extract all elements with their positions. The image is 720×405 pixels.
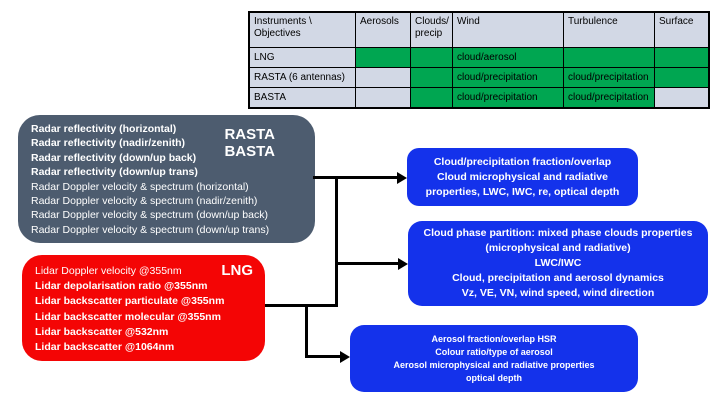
instruments-objectives-table: Instruments \ Objectives Aerosols Clouds… <box>248 11 710 109</box>
connector-lidar-to-trunk <box>265 304 338 307</box>
lidar-line: Lidar Doppler velocity @355nm <box>35 265 182 277</box>
output-line: LWC/IWC <box>534 257 582 269</box>
table-cell-rasta-surface <box>655 68 708 87</box>
table-cell-lng-aerosols <box>356 48 410 67</box>
arrowhead-cloud-products <box>397 172 407 184</box>
output-line: Vz, VE, VN, wind speed, wind direction <box>461 287 655 299</box>
output-line: Cloud phase partition: mixed phase cloud… <box>423 227 693 239</box>
table-cell-basta-surface <box>655 88 708 107</box>
radar-line: Radar Doppler velocity & spectrum (nadir… <box>31 195 258 208</box>
output-line: (microphysical and radiative) <box>485 242 631 254</box>
radar-tag-basta: BASTA <box>224 143 275 160</box>
table-cell-basta-clouds <box>411 88 452 107</box>
output-line: Cloud microphysical and radiative <box>437 170 608 183</box>
table-header-surface: Surface <box>655 13 708 47</box>
connector-to-aerosol-products <box>305 355 340 358</box>
output-line: Aerosol fraction/overlap HSR <box>431 333 557 344</box>
lidar-tag-lng: LNG <box>221 262 253 279</box>
lidar-line: Lidar backscatter @532nm <box>35 325 169 338</box>
table-cell-lng-turbulence <box>564 48 654 67</box>
table-cell-basta-turbulence: cloud/precipitation <box>564 88 654 107</box>
table-header-wind: Wind <box>453 13 563 47</box>
table-row-label-lng: LNG <box>250 48 355 67</box>
radar-measurements-box: RASTA BASTA Radar reflectivity (horizont… <box>18 115 315 243</box>
table-cell-rasta-wind: cloud/precipitation <box>453 68 563 87</box>
output-box-aerosol-products: Aerosol fraction/overlap HSR Colour rati… <box>350 325 638 392</box>
lidar-measurements-box: LNG Lidar Doppler velocity @355nm Lidar … <box>22 255 265 361</box>
output-line: Cloud/precipitation fraction/overlap <box>433 155 612 168</box>
output-line: optical depth <box>466 372 522 383</box>
connector-to-phase-partition <box>338 262 398 265</box>
output-line: Aerosol microphysical and radiative prop… <box>393 359 595 370</box>
table-cell-rasta-clouds <box>411 68 452 87</box>
table-header-instruments: Instruments \ Objectives <box>250 13 355 47</box>
radar-line: Radar Doppler velocity & spectrum (horiz… <box>31 180 249 193</box>
table-cell-lng-clouds <box>411 48 452 67</box>
connector-trunk-vertical <box>335 176 338 307</box>
output-box-cloud-phase-dynamics: Cloud phase partition: mixed phase cloud… <box>408 221 708 306</box>
arrowhead-aerosol-products <box>340 351 350 363</box>
radar-line: Radar Doppler velocity & spectrum (down/… <box>31 209 268 222</box>
table-row-label-basta: BASTA <box>250 88 355 107</box>
radar-line: Radar reflectivity (down/up trans) <box>31 166 198 179</box>
radar-instrument-tags: RASTA BASTA <box>224 126 275 160</box>
output-box-cloud-precipitation-products: Cloud/precipitation fraction/overlap Clo… <box>407 148 638 206</box>
output-line: Colour ratio/type of aerosol <box>435 346 553 357</box>
connector-down-to-aerosol <box>305 304 308 357</box>
table-row-label-rasta: RASTA (6 antennas) <box>250 68 355 87</box>
table-cell-rasta-turbulence: cloud/precipitation <box>564 68 654 87</box>
table-cell-rasta-aerosols <box>356 68 410 87</box>
table-header-clouds-precip: Clouds/ precip <box>411 13 452 47</box>
table-cell-basta-wind: cloud/precipitation <box>453 88 563 107</box>
radar-line: Radar reflectivity (horizontal) <box>31 123 177 135</box>
radar-tag-rasta: RASTA <box>224 126 275 143</box>
table-header-aerosols: Aerosols <box>356 13 410 47</box>
radar-line: Radar reflectivity (nadir/zenith) <box>31 137 186 150</box>
table-header-turbulence: Turbulence <box>564 13 654 47</box>
output-line: Cloud, precipitation and aerosol dynamic… <box>452 272 664 284</box>
output-line: properties, LWC, IWC, re, optical depth <box>425 185 620 198</box>
lidar-line: Lidar depolarisation ratio @355nm <box>35 280 208 293</box>
lidar-line: Lidar backscatter @1064nm <box>35 341 175 354</box>
lidar-line: Lidar backscatter molecular @355nm <box>35 310 221 323</box>
radar-line: Radar reflectivity (down/up back) <box>31 151 197 164</box>
radar-line: Radar Doppler velocity & spectrum (down/… <box>31 223 270 236</box>
table-cell-lng-wind: cloud/aerosol <box>453 48 563 67</box>
table-cell-basta-aerosols <box>356 88 410 107</box>
connector-radar-to-cloud-products <box>313 176 400 179</box>
arrowhead-phase-partition <box>398 258 408 270</box>
lidar-line: Lidar backscatter particulate @355nm <box>35 295 225 308</box>
table-cell-lng-surface <box>655 48 708 67</box>
